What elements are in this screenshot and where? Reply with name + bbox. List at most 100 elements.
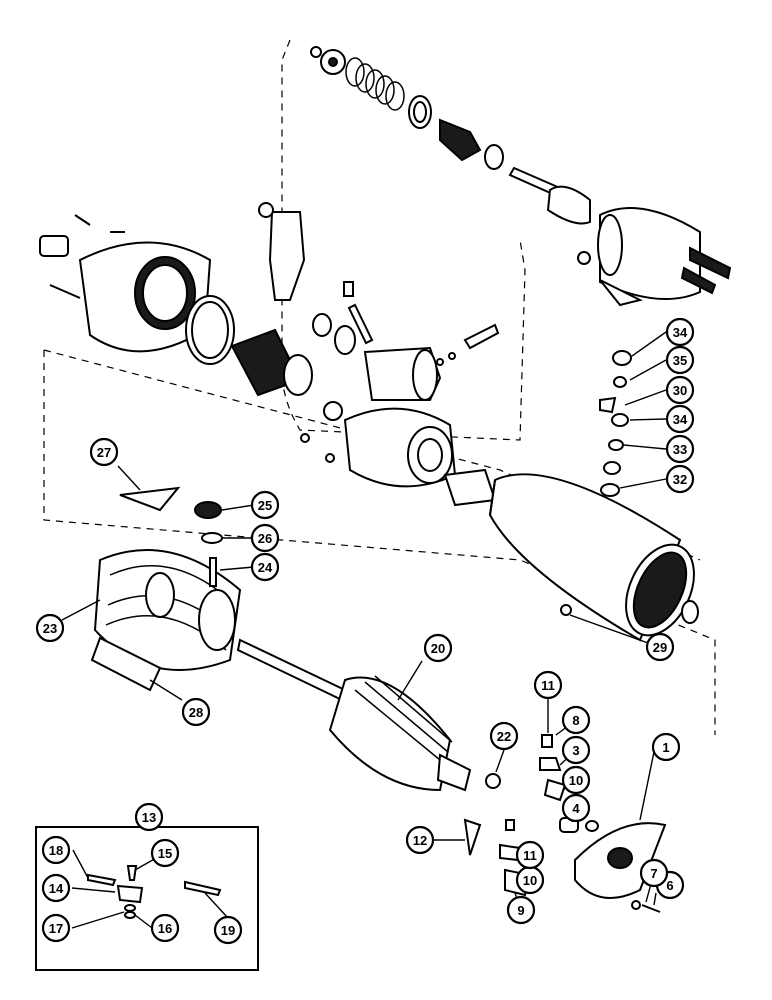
callout-c26: 26 xyxy=(250,523,280,553)
callout-label: 7 xyxy=(650,866,657,881)
callouts: 1346789101011111213141516171819202223242… xyxy=(35,317,695,945)
field-coils xyxy=(93,549,242,671)
callout-circle xyxy=(665,434,695,464)
terminal-stack xyxy=(560,350,632,616)
callout-circle xyxy=(405,825,435,855)
callout-circle xyxy=(41,873,71,903)
callout-circle xyxy=(665,317,695,347)
callout-circle xyxy=(250,523,280,553)
callout-c15: 15 xyxy=(150,838,180,868)
callout-c3: 3 xyxy=(561,735,591,765)
callout-c12: 12 xyxy=(405,825,435,855)
callout-label: 33 xyxy=(673,442,687,457)
callout-c22: 22 xyxy=(489,721,519,751)
callout-c29: 29 xyxy=(645,632,675,662)
callout-c33: 33 xyxy=(665,434,695,464)
callout-c20: 20 xyxy=(423,633,453,663)
callout-circle xyxy=(561,765,591,795)
callout-circle xyxy=(645,632,675,662)
callout-c19: 19 xyxy=(213,915,243,945)
armature xyxy=(236,638,501,792)
callout-c28: 28 xyxy=(181,697,211,727)
callout-label: 23 xyxy=(43,621,57,636)
callout-circle xyxy=(134,802,164,832)
callout-label: 17 xyxy=(49,921,63,936)
solenoid-body xyxy=(577,206,732,307)
callout-circle xyxy=(506,895,536,925)
callout-c23: 23 xyxy=(35,613,65,643)
field-frame xyxy=(488,473,699,642)
callout-circle xyxy=(250,552,280,582)
callout-label: 25 xyxy=(258,498,272,513)
misc-left-parts xyxy=(90,486,223,692)
callout-circle xyxy=(89,437,119,467)
callout-c30: 30 xyxy=(665,375,695,405)
callout-label: 22 xyxy=(497,729,511,744)
callout-label: 16 xyxy=(158,921,172,936)
callout-c35: 35 xyxy=(665,345,695,375)
callout-label: 10 xyxy=(569,773,583,788)
callout-label: 9 xyxy=(517,903,524,918)
shift-lever-and-pinion xyxy=(230,202,374,397)
callout-circle xyxy=(665,464,695,494)
callout-c11b: 11 xyxy=(515,840,545,870)
callout-c8: 8 xyxy=(561,705,591,735)
callout-circle xyxy=(533,670,563,700)
callout-c18: 18 xyxy=(41,835,71,865)
callout-c10b: 10 xyxy=(515,865,545,895)
callout-circle xyxy=(561,735,591,765)
callout-label: 8 xyxy=(572,713,579,728)
callout-circle xyxy=(639,858,669,888)
callout-c25: 25 xyxy=(250,490,280,520)
callout-c14: 14 xyxy=(41,873,71,903)
callout-label: 14 xyxy=(49,881,64,896)
solenoid-plunger-parts xyxy=(310,46,591,225)
callout-label: 28 xyxy=(189,705,203,720)
callout-circle xyxy=(561,793,591,823)
callout-c34a: 34 xyxy=(665,317,695,347)
callout-circle xyxy=(35,613,65,643)
callout-circle xyxy=(41,913,71,943)
callout-circle xyxy=(489,721,519,751)
callout-label: 12 xyxy=(413,833,427,848)
callout-label: 29 xyxy=(653,640,667,655)
callout-circle xyxy=(651,732,681,762)
callout-c7: 7 xyxy=(639,858,669,888)
callout-circle xyxy=(665,345,695,375)
callout-c4: 4 xyxy=(561,793,591,823)
callout-c16: 16 xyxy=(150,913,180,943)
callout-circle xyxy=(213,915,243,945)
callout-circle xyxy=(665,404,695,434)
callout-c9: 9 xyxy=(506,895,536,925)
callout-label: 6 xyxy=(666,878,673,893)
callout-label: 27 xyxy=(97,445,111,460)
callout-label: 35 xyxy=(673,353,687,368)
callout-label: 30 xyxy=(673,383,687,398)
callout-label: 4 xyxy=(572,801,580,816)
callout-circle xyxy=(150,838,180,868)
callout-label: 15 xyxy=(158,846,172,861)
callout-label: 1 xyxy=(662,740,669,755)
callout-label: 13 xyxy=(142,810,156,825)
callout-c34b: 34 xyxy=(665,404,695,434)
callout-c17: 17 xyxy=(41,913,71,943)
callout-label: 34 xyxy=(673,325,688,340)
callout-circle xyxy=(665,375,695,405)
intermediate-housing xyxy=(300,323,500,507)
callout-c27: 27 xyxy=(89,437,119,467)
callout-circle xyxy=(250,490,280,520)
brush-end-parts xyxy=(463,734,667,913)
callout-c24: 24 xyxy=(250,552,280,582)
callout-circle xyxy=(41,835,71,865)
callout-label: 26 xyxy=(258,531,272,546)
callout-c1: 1 xyxy=(651,732,681,762)
callout-c32: 32 xyxy=(665,464,695,494)
callout-label: 10 xyxy=(523,873,537,888)
callout-circle xyxy=(150,913,180,943)
callout-label: 19 xyxy=(221,923,235,938)
callout-label: 18 xyxy=(49,843,63,858)
callout-circle xyxy=(515,840,545,870)
callout-c10a: 10 xyxy=(561,765,591,795)
callout-c11a: 11 xyxy=(533,670,563,700)
